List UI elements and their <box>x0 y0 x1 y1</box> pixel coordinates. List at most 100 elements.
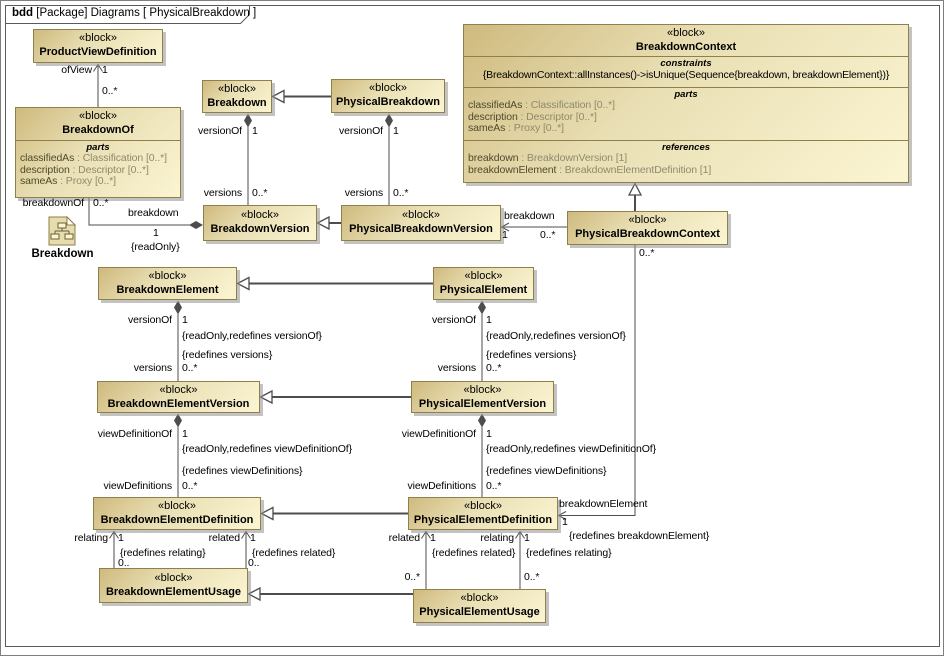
attribute: classifiedAs : Classification [0..*] <box>16 152 180 165</box>
edge-label: 0..* <box>102 85 118 97</box>
edge-label: 0..* <box>486 480 502 492</box>
attribute: sameAs : Proxy [0..*] <box>16 175 180 188</box>
edge-label: 0..* <box>182 480 198 492</box>
block-breakdown-element-definition[interactable]: «block» BreakdownElementDefinition <box>93 497 261 530</box>
block-name: BreakdownContext <box>635 41 737 53</box>
edge-label: breakdownElement <box>559 498 648 510</box>
block-physical-element[interactable]: «block» PhysicalElement <box>433 267 534 300</box>
edge-label: versionOf <box>431 314 476 326</box>
block-breakdown-version[interactable]: «block»BreakdownVersion <box>203 205 317 241</box>
edge-label: 0..* <box>639 247 655 259</box>
edge-label: related <box>388 532 421 544</box>
breakdown-icon-label[interactable]: Breakdown <box>31 248 94 260</box>
compartment-title: constraints <box>660 58 712 69</box>
attr-type: : Proxy [0..*] <box>505 122 564 134</box>
stereotype: «block» <box>159 384 198 396</box>
stereotype: «block» <box>369 82 407 94</box>
block-breakdown[interactable]: «block»Breakdown <box>202 80 272 113</box>
block-physical-element-definition[interactable]: «block»PhysicalElementDefinition <box>408 497 558 530</box>
edge-label: versions <box>133 362 172 374</box>
diagram-kind-label: bdd <box>12 7 34 19</box>
attr-name: classifiedAs <box>468 99 523 111</box>
block-name: BreakdownElement <box>116 284 219 296</box>
stereotype: «block» <box>218 83 256 95</box>
edge-label: {readOnly,redefines viewDefinitionOf} <box>486 443 657 455</box>
edge-label: viewDefinitionOf <box>97 428 172 440</box>
edge-label: 0..* <box>93 197 109 209</box>
edge-label: relating <box>480 532 514 544</box>
edge-label: 1 <box>252 125 258 137</box>
block-name: BreakdownElementDefinition <box>100 514 254 526</box>
block-physical-element-usage[interactable]: «block»PhysicalElementUsage <box>413 589 546 623</box>
stereotype: «block» <box>667 27 705 39</box>
edge-label: 1 <box>486 428 492 440</box>
block-breakdown-element-version[interactable]: «block» BreakdownElementVersion <box>97 381 260 413</box>
attribute: description : Descriptor [0..*] <box>464 111 908 124</box>
edge-label: {readOnly} <box>131 241 180 253</box>
edge-label: {redefines viewDefinitions} <box>486 465 607 477</box>
block-physical-breakdown[interactable]: «block» PhysicalBreakdown <box>331 79 445 113</box>
edge-label: 1 <box>562 516 568 528</box>
block-physical-breakdown-context[interactable]: «block» PhysicalBreakdownContext <box>567 211 728 245</box>
edge-label: versionOf <box>197 125 242 137</box>
edge-label: 1 <box>486 314 492 326</box>
edge-label: 1 <box>502 229 508 241</box>
edge-label: 0..* <box>393 187 409 199</box>
stereotype: «block» <box>628 214 667 226</box>
edge-label: {redefines viewDefinitions} <box>182 465 303 477</box>
edge-label: versions <box>203 187 242 199</box>
attr-type: : BreakdownVersion [1] <box>518 152 628 164</box>
diagram-title: [Package] Diagrams [ PhysicalBreakdown ] <box>33 7 257 19</box>
edge-label: {redefines related} <box>432 547 516 559</box>
attribute: sameAs : Proxy [0..*] <box>464 122 908 135</box>
edge-label: {readOnly,redefines viewDefinitionOf} <box>182 443 353 455</box>
attr-type: : Proxy [0..*] <box>57 175 116 187</box>
block-breakdown-element-usage[interactable]: «block»BreakdownElementUsage <box>99 568 248 603</box>
edge-label: relating <box>74 532 108 544</box>
stereotype: «block» <box>79 110 117 122</box>
attr-type: : Classification [0..*] <box>74 152 167 164</box>
attr-name: breakdownElement <box>468 163 557 176</box>
edge-label: 1 <box>524 532 530 544</box>
block-product-view-definition[interactable]: «block» ProductViewDefinition <box>33 29 163 63</box>
edge-label: viewDefinitionOf <box>401 428 476 440</box>
stereotype: «block» <box>402 209 440 221</box>
stereotype: «block» <box>460 592 499 604</box>
edge-label: {readOnly,redefines versionOf} <box>182 330 322 342</box>
attribute: breakdown : BreakdownVersion [1] <box>464 152 908 165</box>
block-name: BreakdownElementVersion <box>107 398 250 410</box>
attribute: breakdownElement : BreakdownElementDefin… <box>464 163 908 177</box>
block-breakdown-of[interactable]: «block»BreakdownOf parts classifiedAs : … <box>15 107 181 198</box>
stereotype: «block» <box>241 209 279 221</box>
block-physical-element-version[interactable]: «block»PhysicalElementVersion <box>411 381 554 413</box>
block-name: PhysicalElement <box>439 284 528 296</box>
edge-label: 0..* <box>404 571 420 583</box>
stereotype: «block» <box>154 572 193 584</box>
block-name: PhysicalBreakdownVersion <box>349 223 493 235</box>
edge-label: versions <box>344 187 383 199</box>
edge-label: 0.. <box>118 557 130 569</box>
stereotype: «block» <box>79 32 117 44</box>
attr-type: : Descriptor [0..*] <box>69 163 149 176</box>
edge-label: {redefines relating} <box>120 547 206 559</box>
edge-label: {redefines versions} <box>486 349 577 361</box>
block-breakdown-element[interactable]: «block» BreakdownElement <box>98 267 237 300</box>
block-name: ProductViewDefinition <box>39 46 157 58</box>
block-name: PhysicalBreakdown <box>336 96 440 108</box>
block-physical-breakdown-version[interactable]: «block» PhysicalBreakdownVersion <box>341 205 501 241</box>
references-compartment: references breakdown : BreakdownVersion … <box>464 140 908 185</box>
edge-label: 0..* <box>182 362 198 374</box>
block-name: PhysicalElementVersion <box>418 398 547 410</box>
stereotype: «block» <box>148 270 187 282</box>
edge-label: 1 <box>118 532 124 544</box>
edge-label: 0..* <box>486 362 502 374</box>
block-breakdown-context[interactable]: «block»BreakdownContext constraints {Bre… <box>463 24 909 183</box>
edge-label: 1 <box>182 314 188 326</box>
edge-label: {redefines breakdownElement} <box>569 530 710 542</box>
attr-type: : BreakdownElementDefinition [1] <box>556 163 712 176</box>
stereotype: «block» <box>464 270 503 282</box>
edge-label: 0..* <box>252 187 268 199</box>
compartment-title: parts <box>86 142 110 153</box>
block-name: PhysicalBreakdownContext <box>575 228 720 240</box>
stereotype: «block» <box>158 500 196 512</box>
